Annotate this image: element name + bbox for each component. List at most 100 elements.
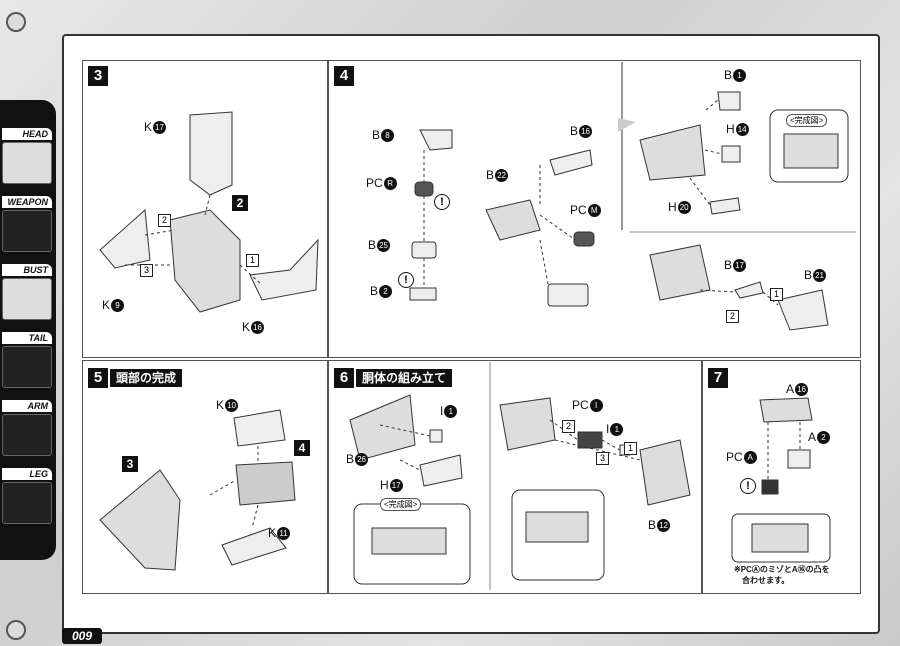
part-pc-r (414, 181, 434, 197)
note-line-2: 合わせます。 (742, 576, 790, 585)
part-b22 (485, 199, 541, 241)
part-head-2 (169, 209, 241, 313)
tail-thumbnail-icon (2, 346, 52, 388)
kanryo-label-4: <完成図> (786, 114, 828, 127)
caution-icon: ! (740, 478, 756, 494)
part-b8 (419, 129, 453, 151)
sidebar-tab-arm[interactable]: ARM (2, 400, 52, 456)
part-b-assembly-2 (649, 244, 711, 301)
part-h14 (721, 145, 741, 163)
part-bust-frame (499, 397, 556, 451)
part-b21 (777, 289, 829, 331)
part-pc-a (761, 479, 779, 495)
sidebar-tab-head[interactable]: HEAD (2, 128, 52, 184)
part-2-marker: 2 (232, 195, 248, 211)
sequence-3: 3 (596, 452, 609, 465)
part-b17 (734, 281, 764, 299)
part-4-marker: 4 (294, 440, 310, 456)
part-b1 (717, 91, 741, 111)
part-b12 (639, 439, 691, 506)
part-3-marker: 3 (122, 456, 138, 472)
part-k17 (189, 111, 233, 196)
caution-icon: ! (434, 194, 450, 210)
sidebar-tab-label: TAIL (2, 332, 52, 344)
part-h20 (709, 197, 741, 215)
step-5-number: 5 (88, 368, 108, 388)
corner-dot-bottom (6, 620, 26, 640)
part-b-assembly (547, 283, 589, 307)
sequence-1: 1 (624, 442, 637, 455)
part-k16 (249, 238, 319, 301)
sequence-1: 1 (770, 288, 783, 301)
sidebar-tab-label: ARM (2, 400, 52, 412)
step-5-title: 頭部の完成 (110, 369, 183, 387)
page-number: 009 (62, 628, 103, 644)
step-7-number: 7 (708, 368, 728, 388)
step-6-title: 胴体の組み立て (356, 369, 453, 387)
sidebar-tab-label: WEAPON (2, 196, 52, 208)
sidebar-tab-leg[interactable]: LEG (2, 468, 52, 524)
sequence-3: 3 (140, 264, 153, 277)
bust-thumbnail-icon (2, 278, 52, 320)
caution-icon: ! (398, 272, 414, 288)
part-step4-assembly (639, 124, 706, 181)
part-k9 (99, 208, 151, 269)
arm-thumbnail-icon (2, 414, 52, 456)
sidebar-tab-label: LEG (2, 468, 52, 480)
sequence-2: 2 (158, 214, 171, 227)
part-pc-m (573, 231, 595, 247)
step-4-number: 4 (334, 66, 354, 86)
weapon-thumbnail-icon (2, 210, 52, 252)
part-k11 (221, 527, 287, 566)
head-thumbnail-icon (2, 142, 52, 184)
leg-thumbnail-icon (2, 482, 52, 524)
part-a16 (759, 397, 813, 423)
sequence-1: 1 (246, 254, 259, 267)
part-4 (235, 461, 296, 506)
step-3-number: 3 (88, 66, 108, 86)
sidebar-tab-label: HEAD (2, 128, 52, 140)
part-pc-i (577, 431, 603, 449)
sidebar-tab-tail[interactable]: TAIL (2, 332, 52, 388)
sidebar-tab-label: BUST (2, 264, 52, 276)
note-line-1: ※PCⒶのミゾとA⑯の凸を (734, 565, 830, 574)
step-6-number: 6 (334, 368, 354, 388)
sidebar-tab-bust[interactable]: BUST (2, 264, 52, 320)
part-head-3 (99, 469, 181, 571)
part-b2 (409, 287, 437, 301)
part-b25 (411, 241, 437, 259)
sequence-2: 2 (562, 420, 575, 433)
part-h17 (419, 454, 463, 487)
kanryo-label-6: <完成図> (380, 498, 422, 511)
part-a2 (787, 449, 811, 469)
sequence-2: 2 (726, 310, 739, 323)
part-b26 (349, 394, 416, 461)
part-k10 (233, 409, 286, 447)
corner-dot-top (6, 12, 26, 32)
part-i1 (429, 429, 443, 443)
sidebar-tab-weapon[interactable]: WEAPON (2, 196, 52, 252)
